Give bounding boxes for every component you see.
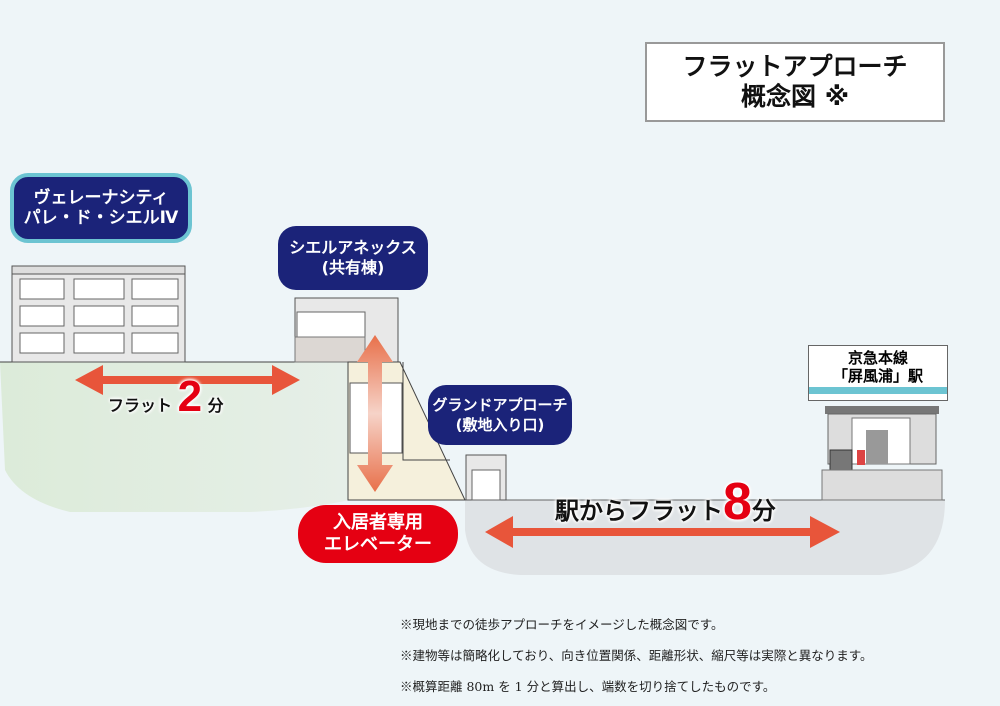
label-line: (共有棟)	[321, 258, 385, 277]
diagram-title: フラットアプローチ 概念図 ※	[645, 42, 945, 122]
green-ground	[0, 362, 350, 512]
label-line: グランドアプローチ	[432, 396, 568, 414]
label-line: エレベーター	[324, 534, 432, 555]
label-line: シエルアネックス	[289, 238, 417, 257]
label-line: 京急本線	[847, 349, 908, 367]
grand-approach-label: グランドアプローチ (敷地入り口)	[428, 385, 572, 445]
flat-8-minutes-text: 駅からフラット8分	[555, 472, 776, 532]
vertical-arrow	[357, 335, 393, 492]
note-item: ※概算距離 80m を 1 分と算出し、端数を切り捨てしたものです。	[400, 679, 776, 694]
main-building-label: ヴェレーナシティ パレ・ド・シエルⅣ	[10, 173, 192, 243]
gray-ground	[465, 500, 945, 575]
label-line: ヴェレーナシティ	[33, 188, 169, 208]
flat-minutes: 2	[177, 372, 203, 421]
entrance-building	[465, 454, 507, 501]
elevator-label: 入居者専用 エレベーター	[298, 505, 458, 563]
label-line: 入居者専用	[333, 512, 423, 533]
flat-prefix: フラット	[108, 396, 173, 415]
title-line2: 概念図 ※	[740, 82, 849, 111]
title-line1: フラットアプローチ	[682, 52, 908, 81]
label-line: 「屏風浦」駅	[832, 367, 923, 385]
note-item: ※現地までの徒歩アプローチをイメージした概念図です。	[400, 617, 724, 632]
station-building	[821, 406, 943, 501]
flat-unit: 分	[207, 396, 224, 415]
main-building	[11, 265, 186, 363]
arrow-flat-8	[485, 516, 840, 548]
arrow-flat-2	[75, 365, 300, 395]
station-sign: 京急本線 「屏風浦」駅	[808, 345, 948, 401]
label-line: (敷地入り口)	[455, 416, 545, 434]
flat-minutes: 8	[723, 473, 752, 531]
notes: ※現地までの徒歩アプローチをイメージした概念図です。 ※建物等は簡略化しており、…	[400, 609, 873, 702]
note-item: ※建物等は簡略化しており、向き位置関係、距離形状、縮尺等は実際と異なります。	[400, 648, 873, 663]
annex-label: シエルアネックス (共有棟)	[278, 226, 428, 290]
flat-2-minutes-text: フラット 2 分	[108, 372, 224, 422]
flat-prefix: 駅からフラット	[555, 497, 723, 525]
label-line: パレ・ド・シエルⅣ	[23, 208, 179, 228]
flat-unit: 分	[751, 497, 776, 525]
sign-stripe	[809, 387, 947, 394]
